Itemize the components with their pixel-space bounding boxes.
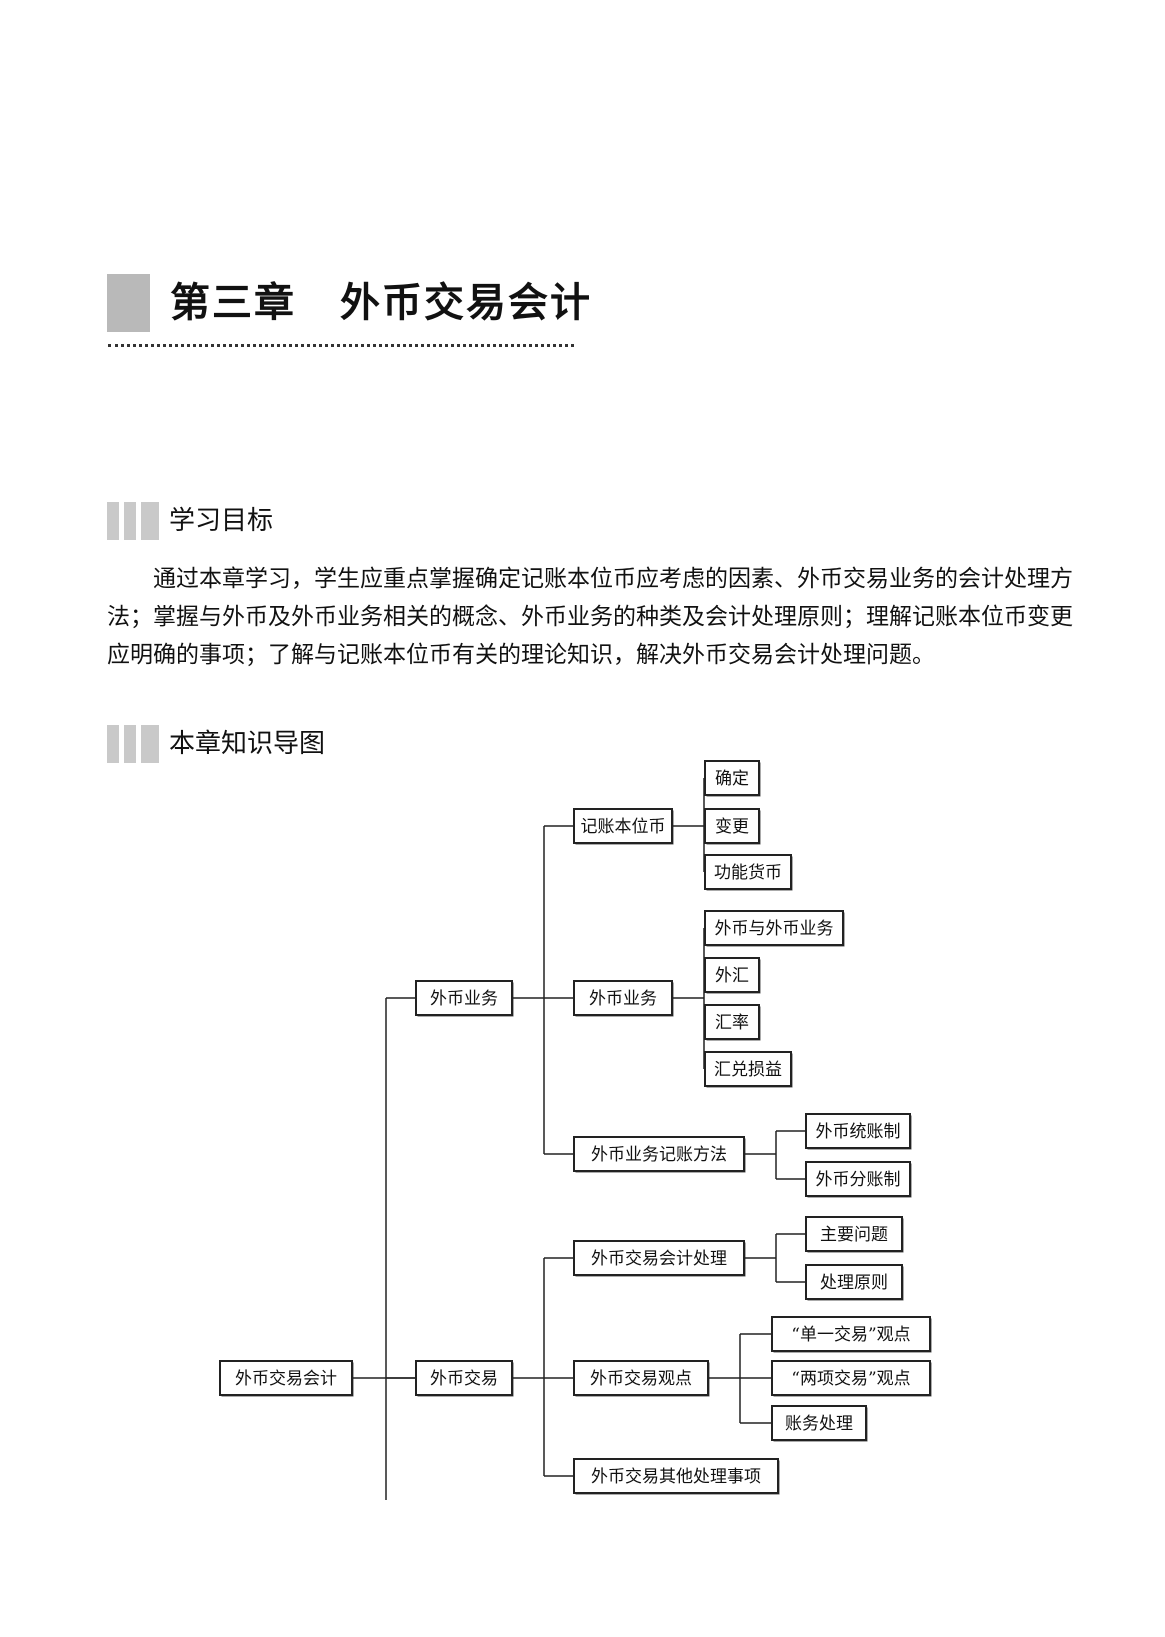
title-divider	[108, 344, 574, 347]
objectives-paragraph: 通过本章学习，学生应重点掌握确定记账本位币应考虑的因素、外币交易业务的会计处理方…	[107, 566, 1073, 668]
node-label: 功能货币	[714, 863, 782, 883]
node-label: 外币交易会计处理	[591, 1249, 727, 1269]
section-title: 学习目标	[169, 506, 274, 536]
node-label: 外币交易观点	[590, 1369, 692, 1389]
mindmap-leaf-node: 主要问题	[805, 1216, 904, 1253]
mindmap-topic-node: 外币业务	[573, 980, 674, 1017]
mindmap-topic-node: 外币业务记账方法	[573, 1136, 746, 1173]
node-label: 外汇	[715, 966, 749, 986]
node-label: 外币分账制	[816, 1170, 901, 1190]
node-label: 汇兑损益	[714, 1060, 782, 1080]
heading-stripe	[107, 725, 119, 763]
mindmap-leaf-node: “单一交易”观点	[771, 1316, 932, 1353]
node-label: 账务处理	[785, 1414, 853, 1434]
node-label: 外币业务	[589, 989, 657, 1009]
node-label: 外币业务记账方法	[591, 1145, 727, 1165]
node-label: 主要问题	[820, 1225, 888, 1245]
section-title: 本章知识导图	[169, 729, 326, 759]
node-label: 外币交易其他处理事项	[591, 1467, 761, 1487]
mindmap-root-node: 外币交易会计	[219, 1360, 354, 1397]
node-label: 外币与外币业务	[715, 919, 834, 939]
mindmap-leaf-node: 功能货币	[704, 854, 793, 891]
mindmap-leaf-node: 外汇	[704, 957, 761, 994]
chapter-name: 外币交易会计	[340, 279, 592, 326]
mindmap-topic-node: 外币交易其他处理事项	[573, 1458, 780, 1495]
mindmap-leaf-node: 账务处理	[771, 1405, 868, 1442]
chapter-marker-bar	[107, 274, 150, 332]
mindmap-leaf-node: 确定	[704, 760, 761, 797]
mindmap-leaf-node: 汇率	[704, 1004, 761, 1041]
mindmap-leaf-node: “两项交易”观点	[771, 1360, 932, 1397]
chapter-title: 第三章外币交易会计	[170, 274, 592, 332]
node-label: 变更	[715, 817, 749, 837]
mindmap-topic-node: 记账本位币	[573, 808, 674, 845]
mindmap-leaf-node: 外币统账制	[805, 1113, 912, 1150]
mindmap-leaf-node: 外币分账制	[805, 1161, 912, 1198]
node-label: 确定	[715, 769, 749, 789]
node-label: 记账本位币	[581, 817, 666, 837]
node-label: 外币统账制	[816, 1122, 901, 1142]
node-label: “单一交易”观点	[791, 1325, 910, 1345]
mindmap-leaf-node: 处理原则	[805, 1264, 904, 1301]
chapter-number: 第三章	[170, 279, 296, 326]
node-label: 外币交易	[430, 1369, 498, 1389]
mindmap-topic-node: 外币交易观点	[573, 1360, 710, 1397]
node-label: 汇率	[715, 1013, 749, 1033]
node-label: “两项交易”观点	[791, 1369, 910, 1389]
node-label: 处理原则	[820, 1273, 888, 1293]
node-label: 外币业务	[430, 989, 498, 1009]
mindmap-topic-node: 外币交易会计处理	[573, 1240, 746, 1277]
mindmap-branch-node: 外币业务	[415, 980, 514, 1017]
heading-stripe	[124, 725, 136, 763]
mindmap-leaf-node: 汇兑损益	[704, 1051, 793, 1088]
heading-stripe	[141, 725, 159, 763]
mindmap-leaf-node: 变更	[704, 808, 761, 845]
node-label: 外币交易会计	[235, 1369, 337, 1389]
heading-stripe	[124, 502, 136, 540]
heading-stripe	[141, 502, 159, 540]
mindmap-branch-node: 外币交易	[415, 1360, 514, 1397]
heading-stripe	[107, 502, 119, 540]
mindmap-leaf-node: 外币与外币业务	[704, 910, 845, 947]
